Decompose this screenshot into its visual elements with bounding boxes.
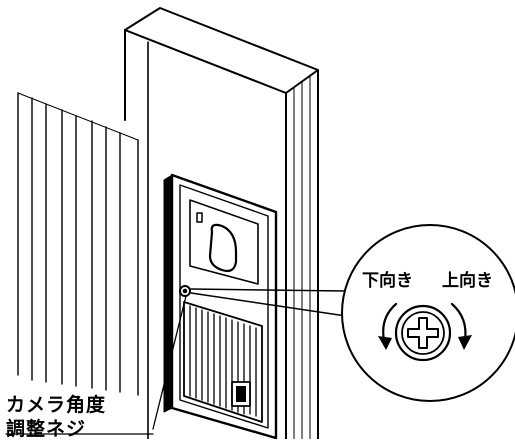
indicator-led (196, 212, 203, 223)
caption-line-2: 調整ネジ (6, 418, 87, 440)
caption-leader (5, 295, 187, 435)
camera-lens (208, 223, 238, 273)
label-rotate-down: 下向き (362, 271, 413, 291)
camera-adjust-screw (179, 285, 191, 297)
arrow-ccw (382, 302, 398, 342)
label-rotate-up: 上向き (442, 271, 493, 291)
magnified-screw-detail (341, 224, 515, 402)
magnify-leader (190, 288, 347, 317)
intercom-unit (163, 173, 278, 440)
caption-line-1: カメラ角度 (6, 394, 107, 416)
siding-wall (17, 92, 139, 396)
speaker-grille (183, 301, 263, 423)
door-post (124, 7, 319, 440)
camera-window (189, 199, 259, 285)
